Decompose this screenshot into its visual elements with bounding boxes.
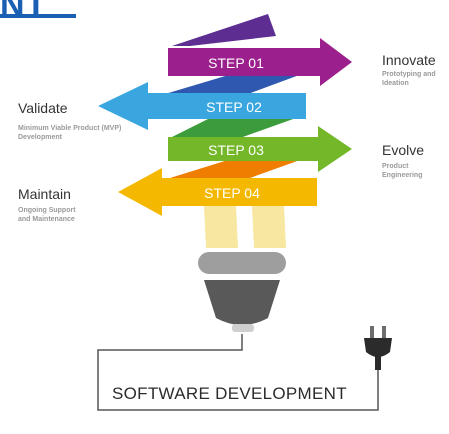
step-02-arrow bbox=[98, 82, 306, 130]
step-02-title: Validate bbox=[18, 100, 68, 116]
step-04-title: Maintain bbox=[18, 186, 71, 202]
twist-3-4 bbox=[170, 160, 300, 178]
twist-2-3 bbox=[170, 118, 296, 138]
twist-1-2 bbox=[165, 74, 302, 94]
power-cord bbox=[97, 334, 379, 411]
step-03-label: STEP 03 bbox=[208, 142, 264, 158]
step-04-label: STEP 04 bbox=[204, 185, 260, 201]
step-01-title: Innovate bbox=[382, 52, 436, 68]
footer-label: SOFTWARE DEVELOPMENT bbox=[112, 384, 347, 403]
bulb-socket bbox=[204, 280, 280, 325]
step-03-title: Evolve bbox=[382, 142, 425, 158]
step-01-label: STEP 01 bbox=[208, 55, 264, 71]
step-01-arrow bbox=[168, 38, 352, 86]
headline-underline bbox=[0, 14, 76, 18]
bulb-glow-right bbox=[252, 206, 286, 248]
bulb-contact bbox=[232, 324, 254, 332]
step-02-subtitle: Minimum Viable Product (MVP)Development bbox=[18, 125, 122, 141]
power-plug-icon bbox=[364, 326, 392, 370]
step-02-label: STEP 02 bbox=[206, 99, 262, 115]
step-04-arrow bbox=[118, 168, 317, 216]
bulb-glow-left bbox=[204, 206, 238, 248]
bulb-collar bbox=[198, 252, 286, 274]
step-03-arrow bbox=[168, 126, 352, 172]
twist-top bbox=[172, 14, 276, 46]
